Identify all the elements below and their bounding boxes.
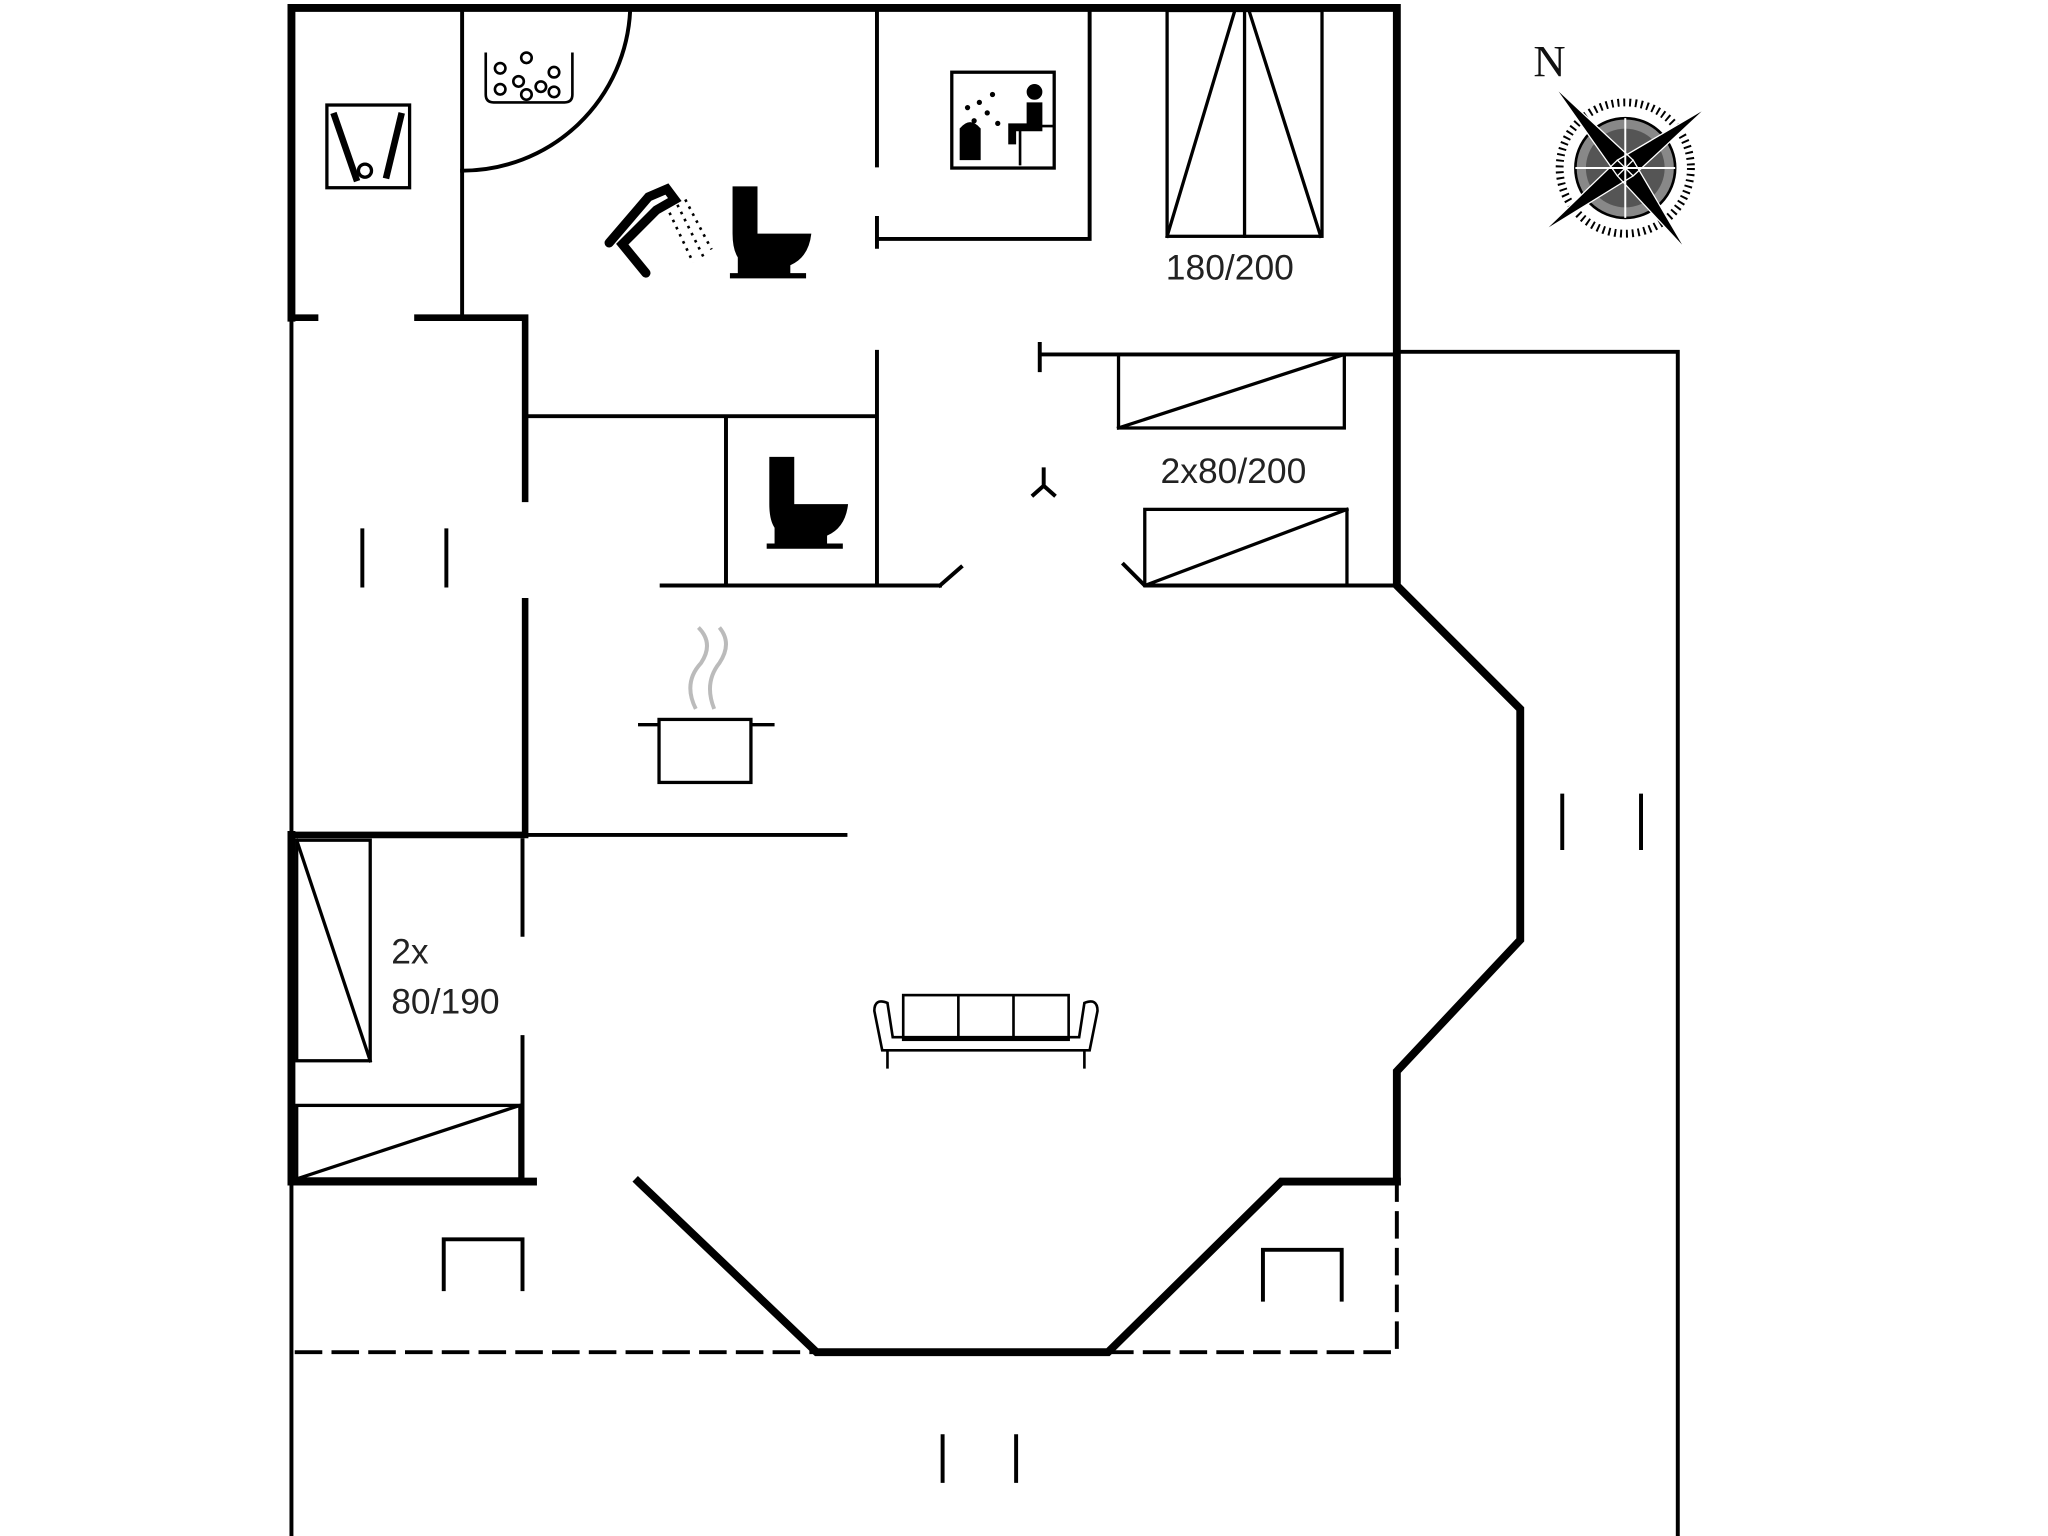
bed-size-master: 180/200 [1166, 248, 1294, 288]
bed-size-bunk: 80/190 [391, 981, 499, 1021]
utility-icon [325, 103, 412, 190]
shower-icon [604, 183, 713, 278]
kitchen-pot-icon [638, 626, 775, 785]
sauna-icon [950, 70, 1056, 170]
bed-size-bunk-count: 2x [391, 932, 429, 972]
whirlpool-icon [484, 51, 574, 104]
tv-antenna-icon [1030, 467, 1057, 498]
bed-size-twin: 2x80/200 [1161, 451, 1307, 491]
compass-rose-icon [1543, 86, 1708, 250]
toilet-icon [729, 186, 849, 549]
sofa-icon [873, 993, 1099, 1069]
bed-master [1165, 8, 1324, 239]
north-label: N [1533, 36, 1565, 86]
outer-wall [287, 3, 1525, 1186]
bed-bunk [294, 838, 522, 1181]
bed-twin [1116, 352, 1350, 588]
